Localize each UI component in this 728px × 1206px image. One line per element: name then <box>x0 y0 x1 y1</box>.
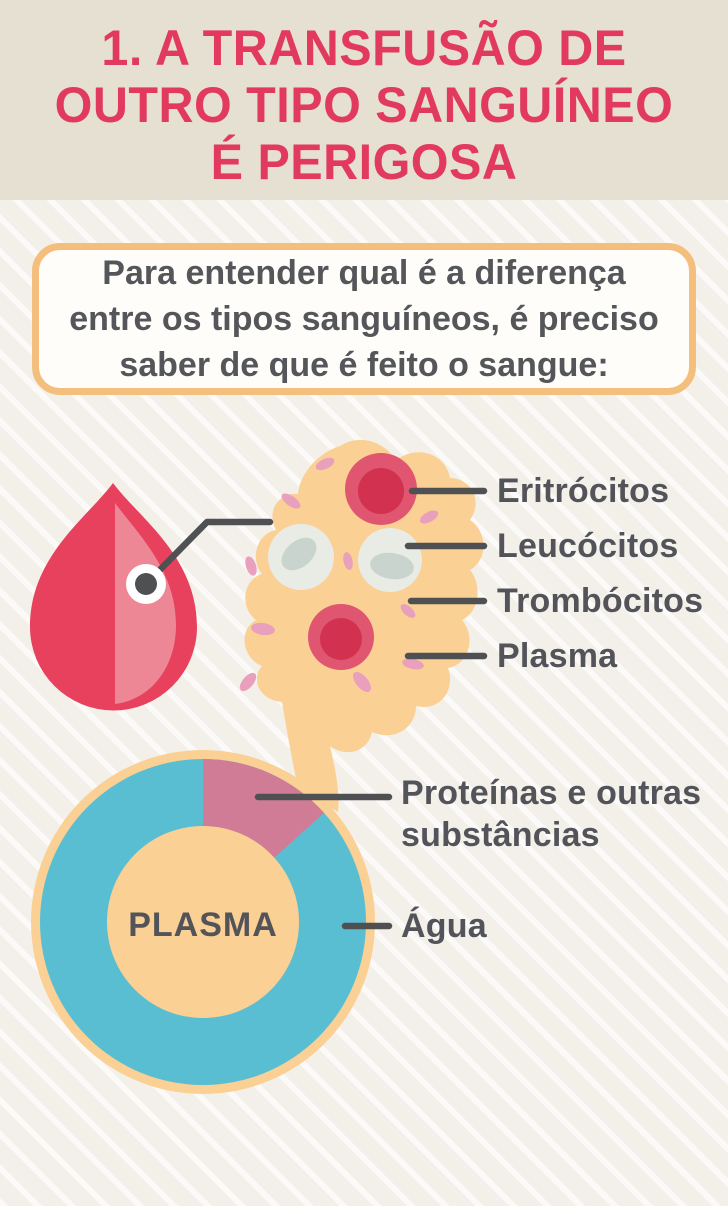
red-cell-inner <box>320 618 362 660</box>
white-blood-cell <box>358 528 422 592</box>
header-band: 1. A TRANSFUSÃO DE OUTRO TIPO SANGUÍNEO … <box>0 0 728 200</box>
magnifier-connector-line <box>142 518 274 588</box>
red-blood-cell <box>308 604 374 670</box>
white-blood-cell <box>268 524 334 590</box>
callout-lines <box>254 487 488 930</box>
plasma-donut-chart: PLASMA <box>31 750 375 1094</box>
magnifier-point-dot <box>135 573 157 595</box>
label-plasma: Plasma <box>497 637 618 675</box>
intro-line-3: saber de que é feito o sangue: <box>119 346 609 384</box>
blood-drop <box>30 483 274 711</box>
label-leucocitos: Leucócitos <box>497 527 679 565</box>
label-trombocitos: Trombócitos <box>497 582 704 620</box>
label-agua: Água <box>401 907 487 945</box>
platelet <box>343 552 353 570</box>
platelet <box>400 604 416 618</box>
intro-box: Para entender qual é a diferença entre o… <box>32 243 696 395</box>
platelet <box>353 672 371 692</box>
white-cell-nucleus <box>370 552 414 580</box>
donut-center <box>107 826 299 1018</box>
platelet <box>239 672 257 692</box>
platelets <box>239 457 439 692</box>
red-blood-cell <box>345 453 417 525</box>
magnified-blood-blob <box>239 439 484 812</box>
platelet <box>315 457 335 471</box>
title-line-2: OUTRO TIPO SANGUÍNEO <box>54 77 674 133</box>
platelet <box>281 493 301 509</box>
page-title: 1. A TRANSFUSÃO DE OUTRO TIPO SANGUÍNEO … <box>11 0 717 191</box>
title-line-1: 1. A TRANSFUSÃO DE <box>101 20 627 76</box>
red-cell-inner <box>358 468 404 514</box>
title-line-3: É PERIGOSA <box>210 134 518 190</box>
donut-center-label: PLASMA <box>128 906 278 944</box>
platelet <box>402 658 424 670</box>
white-cell-nucleus <box>281 537 317 571</box>
intro-line-1: Para entender qual é a diferença <box>102 254 626 292</box>
label-proteinas-line-2: substâncias <box>401 816 600 854</box>
label-proteinas-line-1: Proteínas e outras <box>401 774 702 812</box>
platelet <box>251 622 275 636</box>
platelet <box>245 556 257 576</box>
label-eritrocitos: Eritrócitos <box>497 472 670 510</box>
intro-line-2: entre os tipos sanguíneos, é preciso <box>69 300 659 338</box>
platelet <box>419 510 439 524</box>
label-proteinas: Proteínas e outras substâncias <box>401 772 701 856</box>
